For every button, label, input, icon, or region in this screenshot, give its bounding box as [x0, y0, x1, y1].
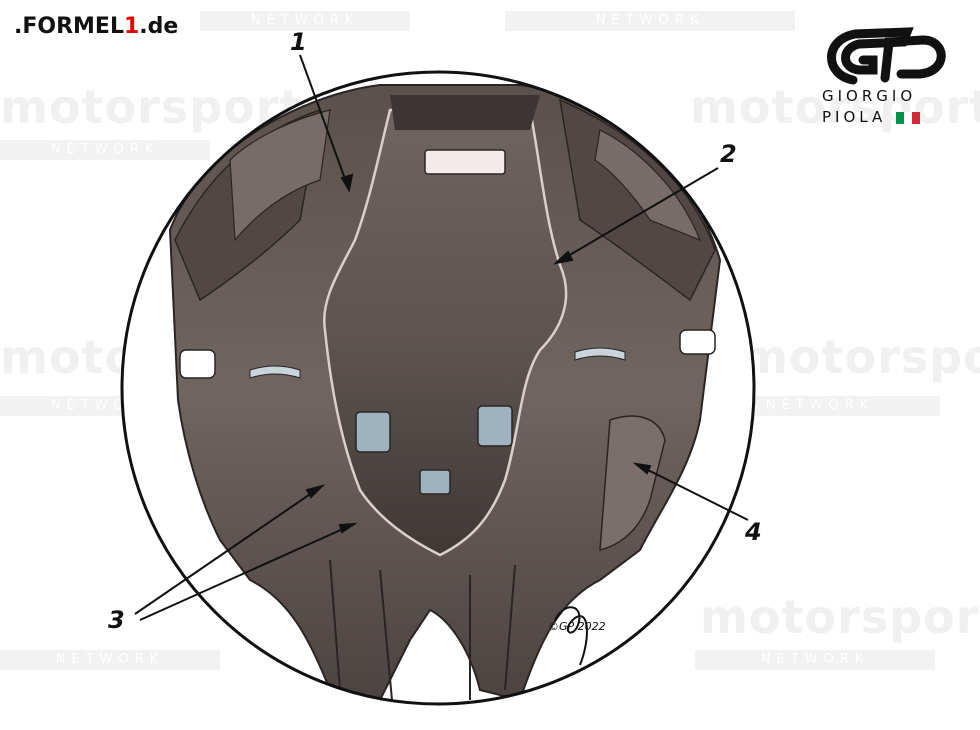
watermark-bar: NETWORK — [0, 650, 220, 670]
skid-block-right — [477, 405, 513, 447]
callout-1-label: 1 — [290, 28, 307, 56]
nose-recess — [390, 95, 540, 130]
callout-3b-arrow — [139, 523, 355, 621]
callout-4-label: 4 — [744, 518, 762, 546]
logo-prefix: .FORMEL — [14, 14, 124, 39]
artist-signature: ©GP 2022 — [548, 606, 606, 666]
watermark-row-1: motorsport motorsport NETWORK — [0, 70, 980, 200]
left-notch — [179, 349, 216, 379]
left-channel-fin — [229, 109, 331, 242]
right-slot — [574, 347, 626, 361]
signature-text: ©GP 2022 — [548, 620, 606, 633]
italy-flag-icon — [896, 111, 921, 124]
watermark-word: motorsport — [0, 80, 303, 134]
watermark-bar: NETWORK — [505, 11, 795, 31]
watermark-word: motorsport — [740, 330, 980, 384]
callout-1-arrow — [299, 54, 350, 191]
logo-suffix: .de — [139, 14, 179, 39]
right-channel-fin — [594, 129, 702, 242]
floor-illustration — [122, 72, 754, 704]
skid-block-left — [355, 411, 391, 453]
callout-3b-arrowhead — [338, 522, 358, 534]
callout-1-arrowhead — [340, 173, 354, 193]
watermark-bar: NETWORK — [0, 140, 210, 160]
watermark-bar: NETWORK — [700, 396, 940, 416]
callout-2-arrow — [555, 167, 719, 264]
right-notch — [679, 329, 716, 355]
detail-circle — [120, 70, 756, 706]
illustrator-credit: GIORGIO PIOLA — [822, 86, 952, 128]
skid-block-rear — [419, 469, 451, 495]
watermark-row-3: motorsport NETWORK NETWORK — [0, 580, 980, 710]
callout-3a-arrowhead — [305, 484, 326, 499]
giorgio-piola-logo-icon — [827, 27, 946, 85]
illustrator-last-line: PIOLA — [822, 107, 952, 128]
diffuser-strakes — [329, 559, 516, 701]
watermark-bar: NETWORK — [695, 650, 935, 670]
illustrator-last-name: PIOLA — [822, 108, 887, 126]
left-slot — [249, 365, 301, 379]
watermark-bar: NETWORK — [200, 11, 410, 31]
top-inlet — [424, 149, 506, 175]
logo-digit: 1 — [123, 14, 140, 39]
callout-3-label: 3 — [108, 606, 125, 634]
formel1-logo: .FORMEL1.de — [14, 14, 178, 39]
callout-arrows — [134, 54, 749, 621]
signature-stroke-icon — [554, 606, 588, 666]
callout-2-label: 2 — [720, 140, 737, 168]
callout-4-arrow — [635, 463, 749, 521]
callout-4-arrowhead — [632, 462, 652, 475]
callout-3a-arrow — [134, 485, 323, 615]
right-edge-wing — [599, 415, 666, 551]
callout-2-arrowhead — [552, 250, 574, 265]
watermark-word: motorsport — [690, 80, 980, 134]
illustrator-first-name: GIORGIO — [822, 87, 917, 105]
watermark-word: motorsport — [700, 590, 980, 644]
